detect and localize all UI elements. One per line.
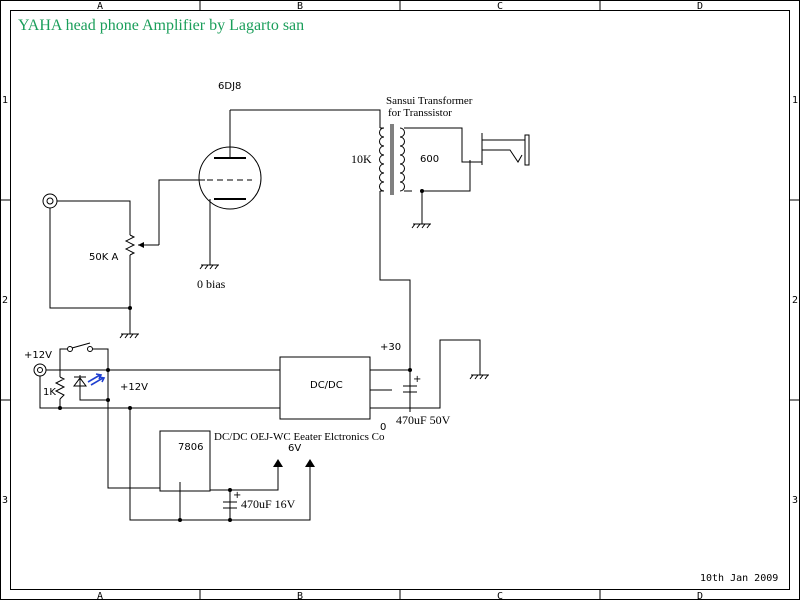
zone-row-2-left: 2 — [2, 295, 8, 306]
zone-row-1-left: 1 — [2, 95, 8, 106]
regulator-block — [159, 430, 211, 492]
junction-dot — [58, 406, 62, 410]
schematic-title: YAHA head phone Amplifier by Lagarto san — [18, 17, 304, 34]
ground-return-wiring — [439, 339, 481, 399]
zone-col-c-top: C — [497, 1, 503, 12]
ground-icon — [119, 320, 139, 339]
zone-row-2-right: 2 — [792, 295, 798, 306]
resistor-icon — [54, 376, 66, 400]
dc-dc-converter-block — [279, 356, 371, 420]
converter-output-wiring — [370, 369, 441, 409]
switch-icon — [59, 342, 109, 370]
zone-col-c-bottom: C — [497, 591, 503, 600]
tube-label: 6DJ8 — [218, 81, 241, 92]
transformer-label-line1: Sansui Transformer — [386, 95, 473, 107]
zone-row-3-left: 3 — [2, 495, 8, 506]
hv-rail-label: +30 — [380, 342, 401, 353]
transformer-icon — [379, 124, 412, 195]
supply-rail-label: +12V — [120, 382, 148, 393]
junction-dot — [178, 518, 182, 522]
zone-row-1-right: 1 — [792, 95, 798, 106]
zone-row-3-right: 3 — [792, 495, 798, 506]
junction-dot — [228, 488, 232, 492]
potentiometer-icon — [124, 234, 159, 256]
capacitor-icon: + — [223, 490, 241, 515]
input-jack-icon — [42, 193, 58, 209]
transformer-label-line2: for Transsistor — [388, 107, 452, 119]
supply-in-label: +12V — [24, 350, 52, 361]
plate-wiring — [230, 109, 381, 128]
zone-col-a-bottom: A — [97, 591, 103, 600]
svg-text:+: + — [233, 490, 241, 501]
secondary-impedance-label: 600 — [420, 154, 439, 165]
zone-col-b-top: B — [297, 1, 303, 12]
converter-note: DC/DC OEJ-WC Eeater Elctronics Co — [214, 431, 385, 443]
tube-icon — [198, 110, 262, 265]
junction-dot — [106, 398, 110, 402]
grid-wiring — [158, 179, 205, 245]
jack-icon — [481, 133, 530, 166]
zone-col-d-bottom: D — [697, 591, 703, 600]
zone-col-d-top: D — [697, 1, 703, 12]
dc-jack-icon — [33, 363, 47, 377]
junction-dot — [128, 306, 132, 310]
hv-cap-label: 470uF 50V — [396, 413, 451, 427]
capacitor-icon: + — [403, 374, 421, 400]
lv-cap-label: 470uF 16V — [241, 497, 296, 511]
zone-col-a-top: A — [97, 1, 103, 12]
svg-text:+: + — [413, 374, 421, 385]
ground-ref-label: 0 — [380, 422, 386, 433]
junction-dot — [128, 406, 132, 410]
junction-dot — [420, 189, 424, 193]
heater-voltage-label: 6V — [288, 443, 301, 454]
regulator-label: 7806 — [178, 442, 203, 453]
led-icon — [73, 373, 106, 387]
primary-impedance-label: 10K — [351, 152, 372, 166]
junction-dot — [228, 518, 232, 522]
pot-label: 50K A — [89, 252, 118, 263]
resistor-label: 1K — [43, 387, 56, 398]
bias-label: 0 bias — [197, 277, 226, 291]
ground-icon — [199, 264, 219, 270]
date-label: 10th Jan 2009 — [700, 573, 778, 584]
secondary-wiring — [412, 127, 482, 224]
ground-icon — [469, 374, 489, 380]
zone-col-b-bottom: B — [297, 591, 303, 600]
junction-dot — [106, 368, 110, 372]
b-plus-wiring — [379, 191, 411, 412]
ground-icon — [411, 223, 431, 229]
heater-output-arrow-icon — [273, 459, 315, 467]
converter-label: DC/DC — [310, 380, 343, 391]
input-wiring — [49, 200, 131, 320]
